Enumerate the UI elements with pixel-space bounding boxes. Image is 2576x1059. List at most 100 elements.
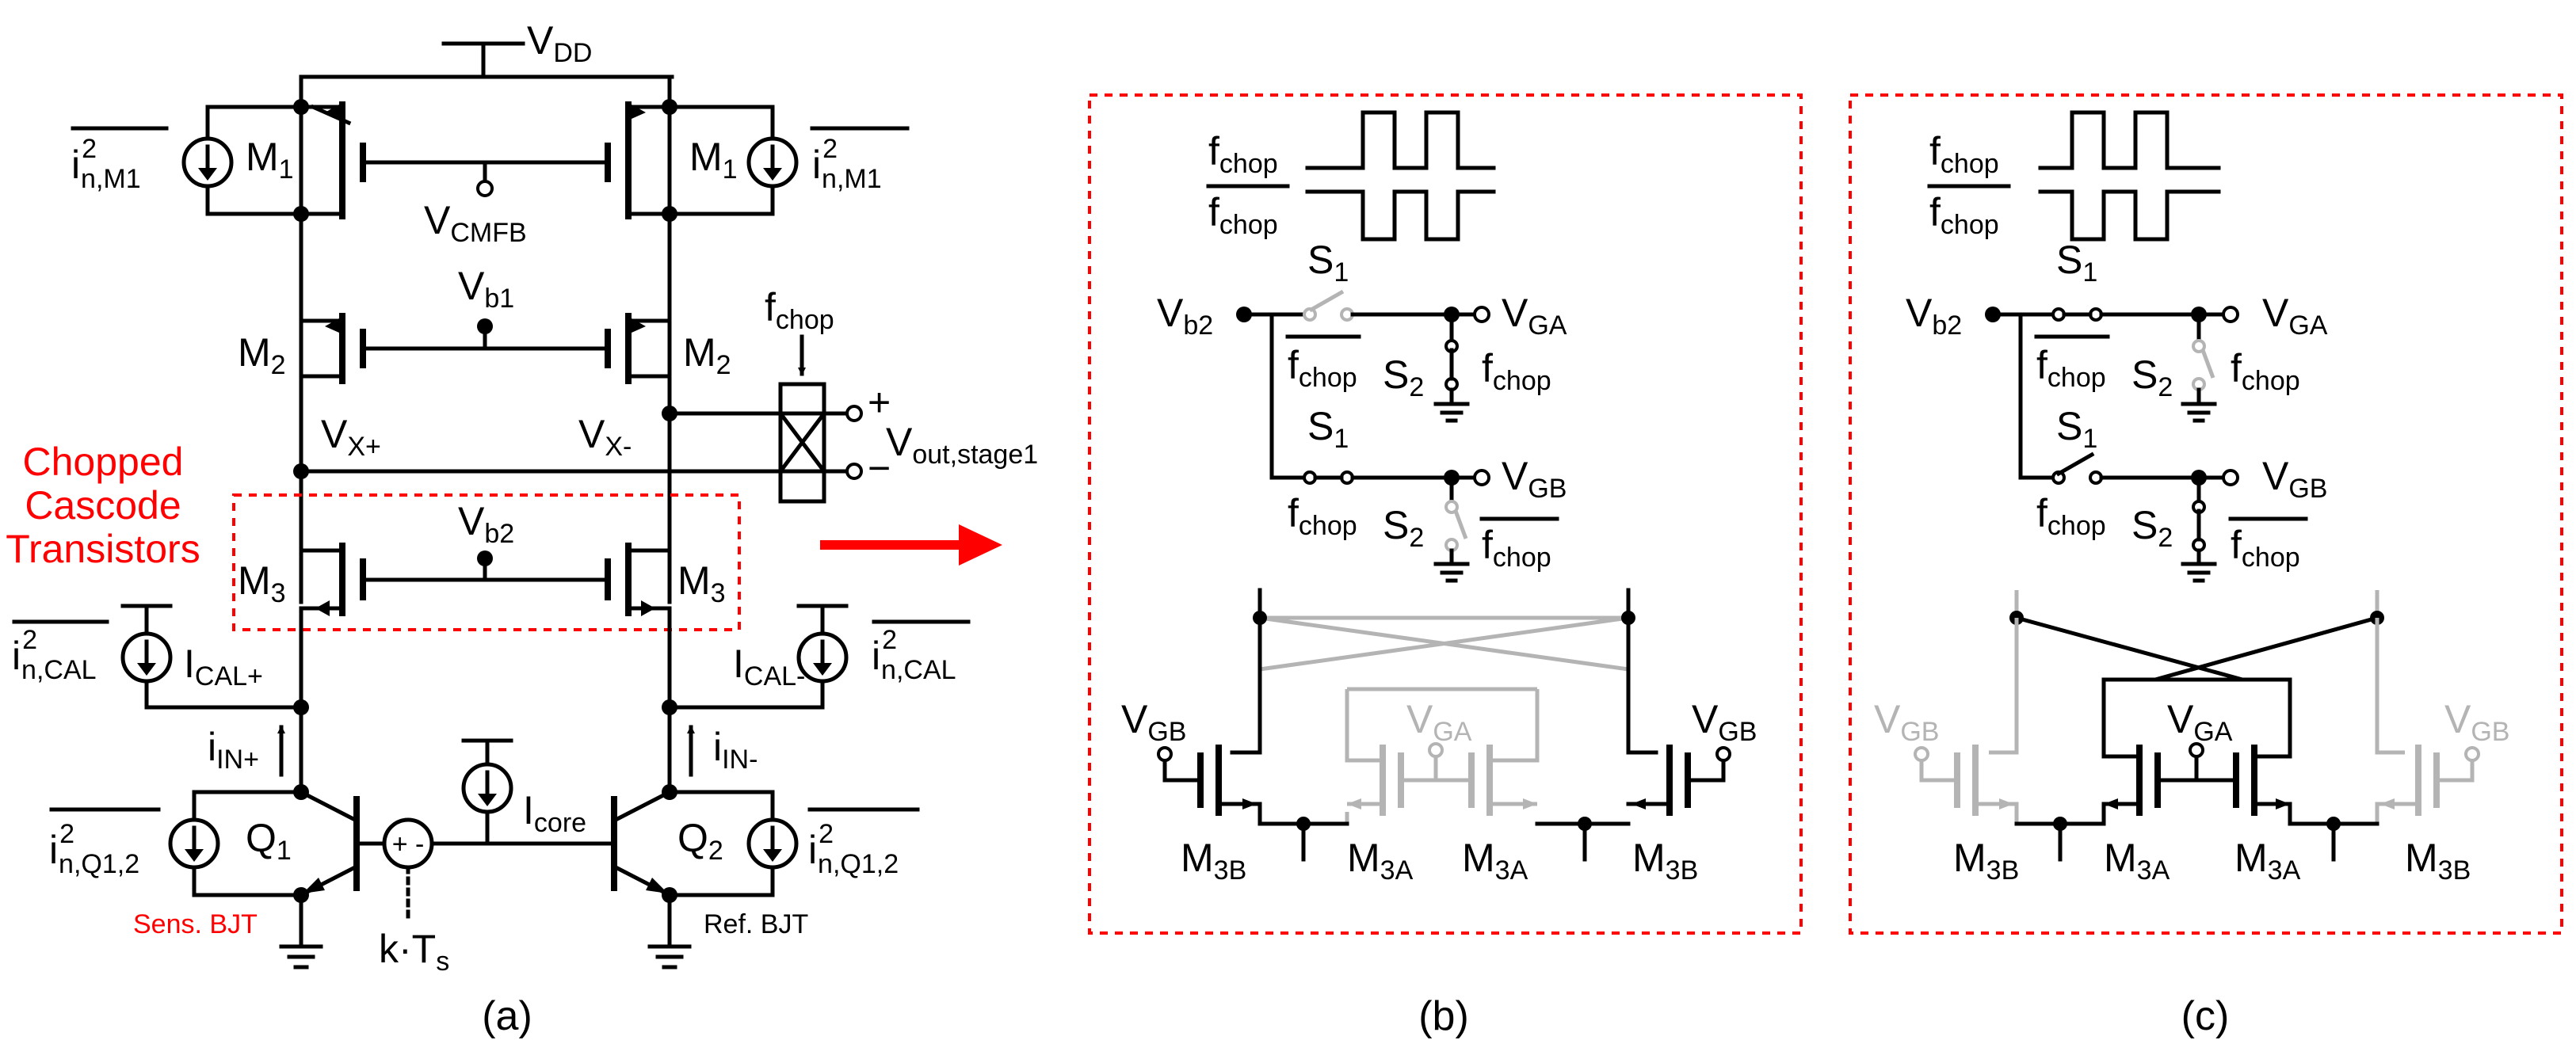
m3-right-transistor: [605, 543, 672, 616]
b-s2-top-label: S2: [1383, 352, 1424, 402]
chopper-fchop-label: fchop: [765, 285, 834, 335]
vout-minus-sign: −: [868, 446, 891, 490]
c-m3a-right-transistor: [2233, 745, 2292, 826]
panel-c: fchop fchop Vb2 S1 fchop VGA S2 fchop S1: [1849, 93, 2563, 1039]
c-cross-wires: [2013, 615, 2380, 759]
vout-label: Vout,stage1: [886, 420, 1038, 470]
output-chopper: [777, 334, 863, 504]
q2-bjt: [611, 789, 673, 949]
chopped-label-line2: Cascode: [25, 483, 181, 528]
m1-right-transistor: [605, 101, 672, 219]
c-m3b-left-label: M3B: [1953, 836, 2019, 886]
c-s2-bottom-label: S2: [2131, 503, 2173, 553]
ground-right: [647, 944, 692, 969]
c-m3b-right-label: M3B: [2405, 836, 2471, 886]
svg-text:+ -: + -: [392, 829, 425, 859]
noise-source-q-left: [168, 790, 303, 897]
b-m3a-right-transistor: [1468, 689, 1540, 816]
transition-arrow: [820, 524, 1002, 566]
ical-minus-label: ICAL-: [733, 642, 805, 691]
b-switch-s1-top: [1303, 289, 1454, 322]
b-switch-s2-top: [1433, 312, 1470, 423]
panel-c-frame: [1849, 93, 2563, 935]
b-m3b-left-label: M3B: [1181, 836, 1246, 886]
m3-right-label: M3: [677, 558, 726, 608]
b-fchop-label: fchop: [1208, 129, 1278, 179]
caption-c: (c): [2181, 993, 2230, 1039]
b-s2-top-clk-label: fchop: [1482, 346, 1551, 396]
b-m3a-left-transistor: [1345, 689, 1404, 824]
chopped-label-line3: Transistors: [6, 527, 200, 571]
ical-plus-label: ICAL+: [184, 642, 263, 691]
m1-gate-wire: [361, 160, 610, 185]
b-s1-top-clk-label: fchop: [1288, 343, 1357, 393]
b-vga-label: VGA: [1502, 291, 1567, 341]
c-m3a-right-label: M3A: [2234, 836, 2301, 886]
panel-b-frame: [1088, 93, 1803, 935]
c-s2-top-clk-label: fchop: [2231, 346, 2300, 396]
vdd-terminal: VDD: [441, 18, 592, 79]
c-m3b-right-transistor: [2375, 618, 2480, 824]
caption-b: (b): [1418, 993, 1469, 1039]
b-switch-s2-bottom: [1433, 475, 1470, 583]
c-fchop-label: fchop: [1929, 129, 1999, 179]
b-vgb-right-label: VGB: [1692, 697, 1757, 747]
m1-left-transistor: [299, 101, 366, 219]
c-m3b-left-transistor: [1914, 618, 2019, 824]
m2-left-label: M2: [238, 330, 286, 380]
chopped-label-line1: Chopped: [23, 440, 184, 484]
c-m3a-left-label: M3A: [2104, 836, 2170, 886]
ref-bjt-label: Ref. BJT: [704, 909, 808, 939]
b-m3a-right-label: M3A: [1462, 836, 1528, 886]
m1-right-label: M1: [689, 135, 738, 185]
b-vgb-label: VGB: [1502, 454, 1567, 504]
b-s2-bottom-clk-label: fchop: [1482, 523, 1551, 573]
c-clock-waveform: [2038, 110, 2221, 242]
vx-plus-label: VX+: [321, 412, 381, 462]
b-m3b-left-transistor: [1157, 615, 1262, 826]
c-switch-s1-top: [2051, 307, 2201, 322]
b-clock-waveform: [1305, 110, 1496, 242]
b-fchop-bar-label: fchop: [1208, 190, 1278, 240]
noise-source-m1-right: [662, 99, 799, 222]
vx-wires: [299, 411, 783, 474]
c-m3a-left-transistor: [2101, 745, 2161, 826]
iin-minus-label: iIN-: [713, 725, 758, 775]
q1-bjt: [298, 789, 381, 949]
q2-label: Q2: [677, 816, 723, 866]
ical-left-source: [120, 604, 303, 710]
sens-bjt-label: Sens. BJT: [133, 909, 258, 939]
summing-node: + -: [382, 817, 434, 921]
m2-right-transistor: [605, 313, 672, 384]
b-vga-gate-wire: [1401, 756, 1471, 783]
c-switch-s1-bottom: [2051, 451, 2201, 485]
b-m3b-right-transistor: [1626, 615, 1731, 816]
b-s1-bottom-label: S1: [1307, 404, 1349, 454]
vb2-label: Vb2: [458, 499, 514, 549]
b-s1-top-label: S1: [1307, 238, 1349, 288]
c-switch-s2-top: [2181, 312, 2217, 423]
kts-label: k·Ts: [379, 927, 449, 977]
b-vgb-left-label: VGB: [1121, 697, 1186, 747]
c-vga-gate-wire: [2155, 754, 2238, 783]
icore-source: [461, 738, 513, 846]
c-vb2-label: Vb2: [1906, 291, 1962, 341]
panel-b: fchop fchop Vb2 S1 fchop VGA S2 fchop: [1088, 93, 1803, 1039]
c-s2-top-label: S2: [2131, 352, 2173, 402]
caption-a: (a): [482, 993, 532, 1039]
m3-left-label: M3: [238, 558, 286, 608]
b-s1-bottom-clk-label: fchop: [1288, 491, 1357, 541]
c-vgb-right-label: VGB: [2444, 697, 2509, 747]
c-s1-top-clk-label: fchop: [2036, 343, 2106, 393]
c-vgb-left-label: VGB: [1874, 697, 1939, 747]
vcmfb-label: VCMFB: [424, 198, 527, 248]
ical-right-source: [667, 604, 849, 710]
c-switch-s2-bottom: [2181, 475, 2217, 583]
vb1-node: [477, 318, 493, 334]
noise-source-m1-left: [181, 99, 309, 222]
